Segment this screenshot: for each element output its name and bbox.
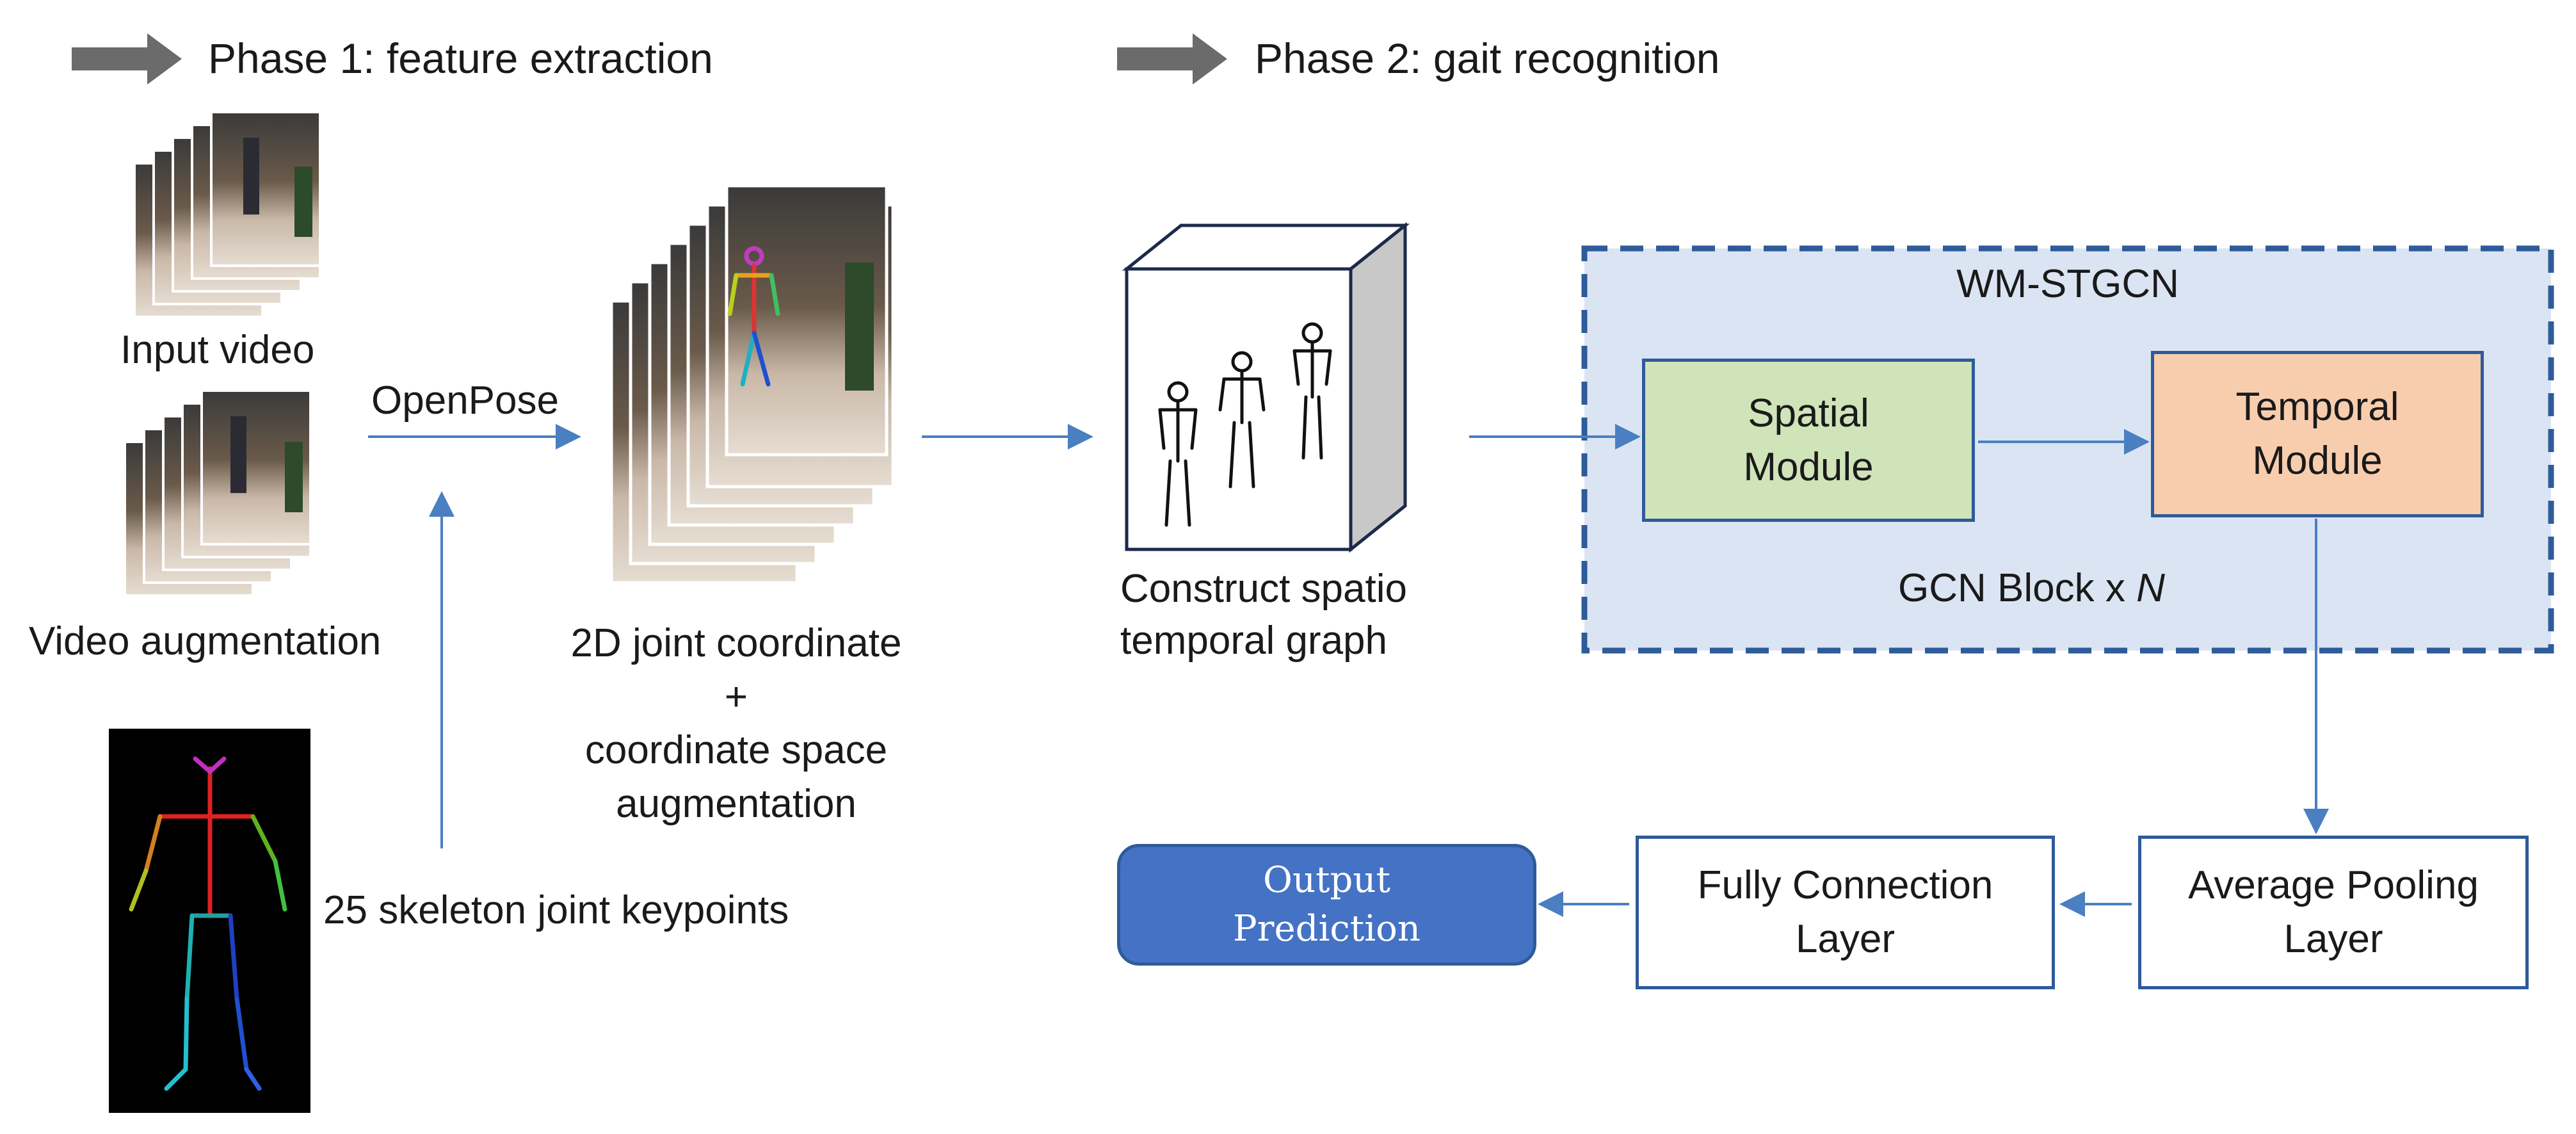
- skeleton-keypoints-label: 25 skeleton joint keypoints: [323, 888, 789, 932]
- gcn-block-n: N: [2136, 566, 2165, 610]
- phase2-arrow-icon: [1117, 33, 1227, 85]
- average-pooling-label: Average Pooling Layer: [2188, 863, 2479, 961]
- gcn-block-text: GCN Block x: [1898, 566, 2137, 610]
- video-augmentation-label: Video augmentation: [29, 619, 382, 663]
- phase1-arrow-icon: [72, 33, 182, 85]
- fully-connection-box: Fully Connection Layer: [1636, 836, 2055, 989]
- input-video-label: Input video: [120, 328, 315, 372]
- skeleton-keypoint-image: [109, 729, 310, 1113]
- construct-graph-label: Construct spatio temporal graph: [1120, 563, 1407, 667]
- construct-graph-line2: temporal graph: [1120, 618, 1388, 663]
- openpose-label: OpenPose: [371, 378, 559, 423]
- joint-coordinate-line1: 2D joint coordinate: [570, 621, 902, 665]
- wm-stgcn-title: WM-STGCN: [1956, 262, 2179, 306]
- average-pooling-box: Average Pooling Layer: [2138, 836, 2529, 989]
- fully-connection-label: Fully Connection Layer: [1697, 863, 1993, 961]
- input-video-stack: [133, 111, 321, 318]
- phase2-title: Phase 2: gait recognition: [1255, 35, 1720, 82]
- construct-graph-line1: Construct spatio: [1120, 567, 1407, 611]
- temporal-module-box: Temporal Module: [2151, 351, 2484, 517]
- spatio-temporal-cube: [1122, 222, 1410, 553]
- stick-figures: [1158, 322, 1332, 527]
- joint-coordinate-line4: augmentation: [616, 782, 857, 827]
- joint-coordinate-label: 2D joint coordinate + coordinate space a…: [544, 617, 928, 831]
- temporal-module-label: Temporal Module: [2235, 385, 2399, 483]
- joint-coordinate-line2: +: [724, 674, 748, 719]
- gcn-block-label: GCN Block x N: [1898, 563, 2165, 613]
- phase1-title: Phase 1: feature extraction: [208, 35, 713, 82]
- pose-annotated-stack: [609, 184, 895, 585]
- spatial-module-label: Spatial Module: [1743, 391, 1874, 489]
- joint-coordinate-line3: coordinate space: [584, 728, 888, 773]
- video-augmentation-stack: [124, 389, 312, 597]
- output-prediction-box: Output Prediction: [1117, 844, 1536, 966]
- output-prediction-label: Output Prediction: [1233, 859, 1421, 950]
- spatial-module-box: Spatial Module: [1642, 359, 1975, 522]
